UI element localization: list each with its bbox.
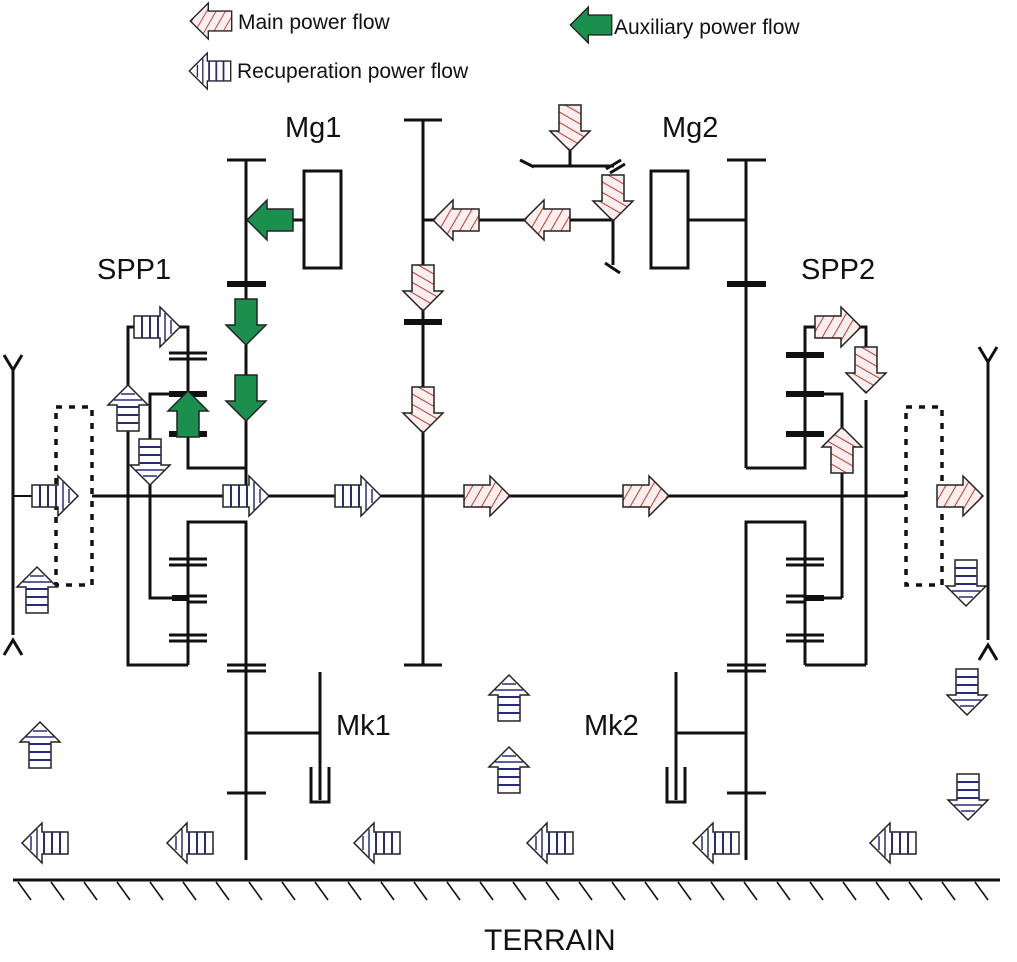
terrain-hatch-tick: [182, 881, 197, 901]
mk1-label: Mk1: [336, 710, 391, 742]
terrain-hatch-tick: [908, 881, 923, 901]
auxiliary-flow-legend-icon: [569, 5, 613, 45]
terrain-hatch-tick: [50, 881, 65, 901]
terrain-hatch: [17, 881, 989, 901]
main-flow-spp2-top: [814, 305, 863, 349]
recup-flow-ground-6: [868, 821, 917, 865]
recup-flow-ground-4: [525, 821, 574, 865]
terrain-hatch-tick: [116, 881, 131, 901]
legend: Main power flow Auxiliary power flow Rec…: [188, 1, 800, 91]
main-flow-right-wheel: [936, 474, 985, 518]
main-flow-legend-arrow: [189, 1, 233, 41]
recup-flow-center-2: [487, 745, 531, 794]
terrain-hatch-tick: [677, 881, 692, 901]
recup-flow-left-ground: [18, 720, 62, 769]
terrain-hatch-tick: [644, 881, 659, 901]
main-flow-spp2-carrier: [820, 425, 864, 474]
terrain-hatch-tick: [83, 881, 98, 901]
mg2-label: Mg2: [662, 112, 718, 144]
terrain-hatch-tick: [776, 881, 791, 901]
main-flow-axle-2: [622, 474, 671, 518]
main-flow-center-1: [401, 264, 445, 313]
terrain-hatch-tick: [446, 881, 461, 901]
recup-flow-ground-3: [352, 821, 401, 865]
recup-flow-spp1-inner: [128, 438, 172, 487]
recup-flow-right-track: [944, 559, 988, 608]
power-flow-arrows: [15, 104, 990, 865]
recup-flow-right-2: [946, 773, 990, 822]
recup-flow-spp1-top: [133, 305, 182, 349]
legend-auxiliary-label: Auxiliary power flow: [614, 16, 800, 39]
recup-flow-axle-1: [222, 474, 271, 518]
terrain-hatch-tick: [512, 881, 527, 901]
left-wheel-top-fork: [2, 354, 24, 373]
recup-flow-left-wheel: [31, 474, 80, 518]
recup-flow-ground-1: [20, 821, 69, 865]
mg2-motor: [649, 169, 690, 270]
main-flow-shaft-2: [522, 198, 571, 242]
left-wheel-bottom-fork: [2, 637, 24, 656]
main-flow-bevel: [591, 174, 635, 223]
terrain-hatch-tick: [479, 881, 494, 901]
terrain-hatch-tick: [809, 881, 824, 901]
mk1-brake: [309, 767, 331, 804]
aux-flow-2: [224, 374, 268, 423]
terrain-hatch-tick: [545, 881, 560, 901]
auxiliary-flow-legend-arrow: [569, 5, 613, 45]
recup-flow-axle-2: [334, 474, 383, 518]
main-flow-shaft-1: [431, 198, 480, 242]
aux-flow-mg1: [245, 198, 294, 242]
recuperation-flow-legend-icon: [188, 51, 232, 91]
spp2-label: SPP2: [801, 254, 875, 286]
terrain-hatch-tick: [941, 881, 956, 901]
mg1-motor: [302, 169, 343, 270]
legend-recuperation-label: Recuperation power flow: [237, 60, 469, 83]
terrain-hatch-tick: [248, 881, 263, 901]
terrain-hatch-tick: [380, 881, 395, 901]
recup-flow-right-1: [945, 668, 989, 717]
recup-flow-ground-5: [691, 821, 740, 865]
main-flow-input: [548, 104, 592, 153]
recup-flow-spp1-outer: [106, 383, 150, 432]
terrain-hatch-tick: [149, 881, 164, 901]
terrain-hatch-tick: [578, 881, 593, 901]
right-wheel-bottom-fork: [977, 642, 999, 661]
mk2-label: Mk2: [584, 710, 639, 742]
terrain-hatch-tick: [974, 881, 989, 901]
terrain-hatch-tick: [413, 881, 428, 901]
main-flow-spp2-ring: [844, 346, 888, 395]
mk2-brake: [665, 767, 687, 804]
main-flow-center-2: [401, 386, 445, 435]
aux-flow-spp1: [166, 389, 210, 438]
terrain-hatch-tick: [611, 881, 626, 901]
spp1-label: SPP1: [97, 254, 171, 286]
right-wheel-top-fork: [977, 346, 999, 365]
terrain-hatch-tick: [281, 881, 296, 901]
terrain-hatch-tick: [17, 881, 32, 901]
recup-flow-left-track: [15, 565, 59, 614]
aux-flow-1: [224, 298, 268, 347]
terrain-hatch-tick: [710, 881, 725, 901]
terrain-hatch-tick: [842, 881, 857, 901]
left-coupling-dashed: [54, 405, 94, 587]
recup-flow-center-1: [487, 673, 531, 722]
terrain-hatch-tick: [743, 881, 758, 901]
terrain-label: TERRAIN: [484, 924, 616, 957]
main-flow-legend-icon: [189, 1, 233, 41]
terrain-hatch-tick: [875, 881, 890, 901]
legend-main-label: Main power flow: [238, 11, 391, 34]
recup-flow-ground-2: [165, 821, 214, 865]
terrain-hatch-tick: [314, 881, 329, 901]
right-coupling-dashed: [904, 405, 944, 587]
mg1-label: Mg1: [285, 112, 341, 144]
recuperation-flow-legend-arrow: [188, 51, 232, 91]
terrain-hatch-tick: [347, 881, 362, 901]
terrain-hatch-tick: [215, 881, 230, 901]
main-flow-axle-1: [463, 474, 512, 518]
